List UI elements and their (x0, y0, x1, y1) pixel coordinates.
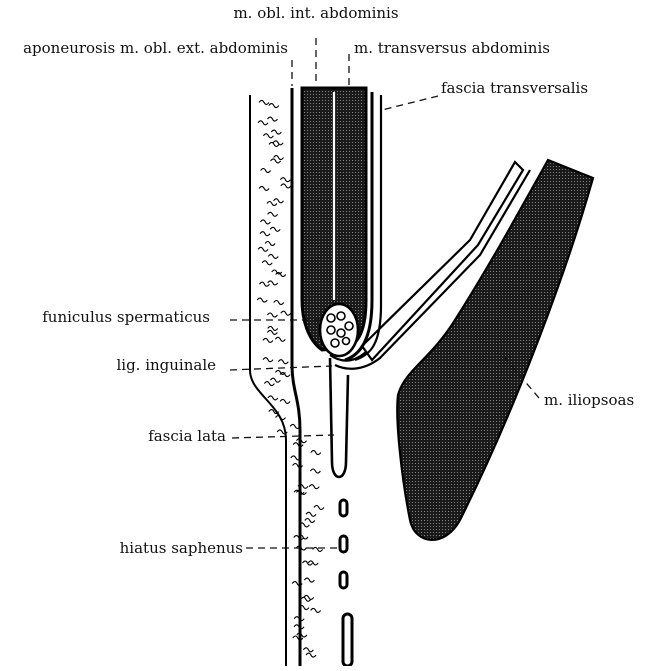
fat-mark (267, 202, 277, 206)
fat-mark (270, 227, 280, 231)
fat-mark (310, 469, 320, 473)
label-lig-inguinale: lig. inguinale (116, 356, 216, 374)
fat-mark (280, 399, 290, 403)
fat-mark (281, 311, 291, 315)
fat-mark (263, 338, 273, 342)
fat-mark (268, 326, 278, 330)
fat-mark (268, 396, 278, 400)
fat-mark (303, 648, 313, 652)
fat-mark (306, 512, 316, 516)
fat-mark (311, 608, 321, 612)
fat-mark (260, 220, 270, 224)
fat-mark (261, 169, 271, 173)
fat-mark (267, 313, 277, 317)
fat-mark (271, 159, 281, 163)
fat-mark (280, 178, 290, 182)
label-fascia-lata: fascia lata (148, 427, 226, 445)
label-transversus: m. transversus abdominis (354, 39, 550, 57)
fat-mark (278, 360, 288, 364)
fat-mark (268, 212, 278, 216)
fat-mark (259, 100, 269, 104)
fat-mark (264, 382, 274, 386)
fat-mark (273, 141, 283, 145)
label-obl-ext: aponeurosis m. obl. ext. abdominis (23, 39, 288, 57)
fat-mark (274, 301, 284, 305)
label-funiculus: funiculus spermaticus (42, 308, 210, 326)
fat-mark (257, 298, 267, 302)
fat-mark (303, 561, 313, 565)
fat-mark (311, 451, 321, 455)
fat-mark (293, 443, 303, 447)
fat-mark (308, 561, 318, 565)
fat-mark (258, 247, 268, 251)
fat-mark (281, 184, 291, 188)
fat-mark (305, 519, 315, 523)
fat-mark (314, 506, 324, 510)
fat-mark (265, 242, 275, 246)
fat-mark (263, 358, 273, 362)
fat-mark (262, 261, 272, 265)
fat-mark (263, 134, 273, 138)
fat-mark (274, 156, 284, 160)
fat-mark (268, 254, 278, 258)
fat-mark (275, 337, 285, 341)
fat-mark (260, 232, 270, 236)
fat-mark (268, 117, 278, 121)
label-hiatus: hiatus saphenus (120, 539, 243, 557)
fat-mark (304, 578, 314, 582)
fat-mark (259, 186, 269, 190)
fat-mark (270, 378, 280, 382)
funiculus-spermaticus-shape (320, 304, 358, 356)
fascia-lata-shape (330, 358, 348, 477)
fat-mark (269, 104, 279, 108)
fat-mark (271, 130, 281, 134)
hiatus-saphenus-openings (340, 500, 352, 666)
label-fascia-transversalis: fascia transversalis (441, 79, 588, 97)
fat-mark (309, 485, 319, 489)
label-obl-int: m. obl. int. abdominis (233, 4, 398, 22)
fat-mark (258, 121, 268, 125)
label-iliopsoas: m. iliopsoas (544, 391, 634, 409)
fat-mark (267, 330, 277, 334)
fat-mark (297, 633, 307, 637)
fat-mark (269, 142, 279, 146)
fat-mark (306, 653, 316, 657)
fat-mark (274, 199, 284, 203)
